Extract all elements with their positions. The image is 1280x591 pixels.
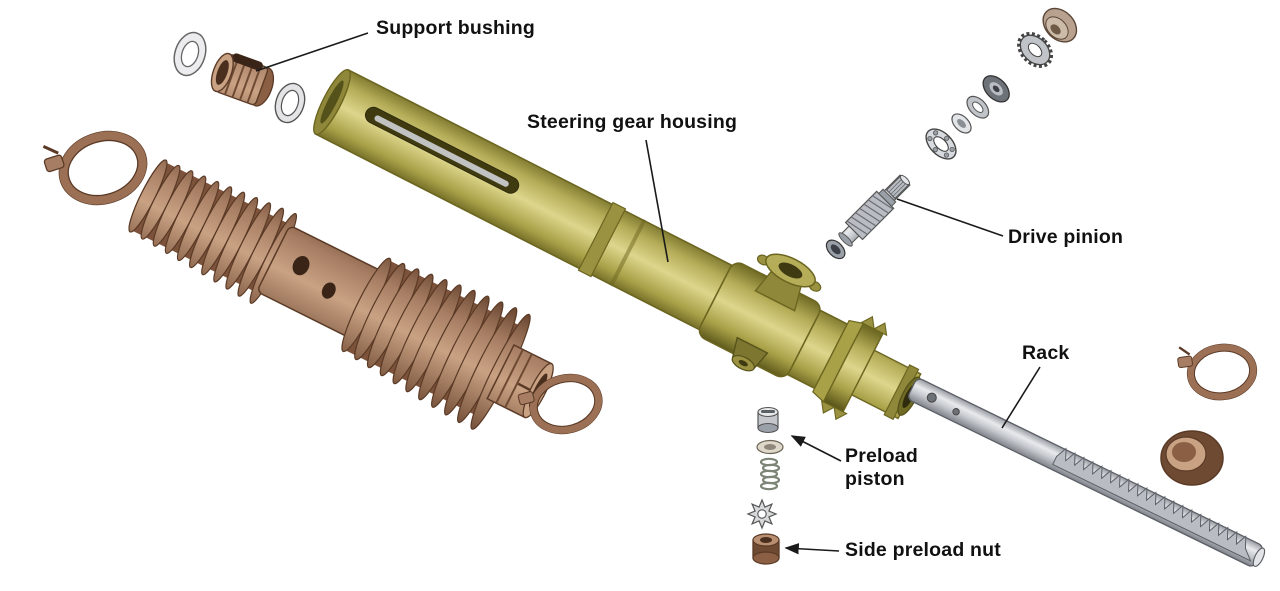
label-drive-pinion: Drive pinion (1008, 226, 1124, 248)
sleeve-hole (292, 255, 310, 276)
steering-gear-housing-part (313, 68, 922, 421)
drive-pinion-part (838, 174, 911, 247)
label-side-preload-nut: Side preload nut (845, 539, 1001, 561)
pinion-seal (982, 75, 1010, 103)
label-rack: Rack (1022, 342, 1070, 364)
bellows-boot (128, 159, 554, 430)
rack-bushing-cap (1160, 430, 1224, 486)
pinion-ball-bearing (925, 128, 957, 160)
star-lock-washer (746, 498, 778, 530)
sleeve-hole (321, 282, 336, 299)
preload-spring (759, 457, 781, 491)
leader-steering-gear-housing (645, 139, 669, 263)
preload-washer (756, 439, 784, 455)
drive-pinion-assembly (825, 7, 1078, 260)
preload-piston-part (757, 406, 779, 434)
rack-teeth (1052, 447, 1252, 562)
label-support-bushing: Support bushing (376, 17, 535, 39)
pinion-washer-large (966, 95, 990, 119)
support-bushing-part (210, 52, 275, 107)
pinion-lock-nut (1017, 31, 1054, 68)
label-steering-gear-housing: Steering gear housing (527, 111, 738, 133)
leader-rack (1001, 366, 1041, 429)
leader-side-preload-nut (784, 543, 840, 555)
pinion-washer-small (951, 113, 972, 134)
support-bushing-snap-ring (274, 82, 306, 124)
rack-part (908, 378, 1266, 567)
support-bushing-washer-front (173, 31, 207, 77)
label-preload-piston: Preload piston (845, 445, 918, 490)
leader-support-bushing (255, 32, 369, 72)
leader-preload-piston (790, 435, 842, 462)
rack-boot-clamp (1176, 337, 1260, 405)
pinion-lower-bearing (825, 239, 846, 260)
side-preload-nut-part (752, 533, 780, 565)
leader-drive-pinion (896, 198, 1004, 237)
pinion-cap (1042, 7, 1078, 43)
